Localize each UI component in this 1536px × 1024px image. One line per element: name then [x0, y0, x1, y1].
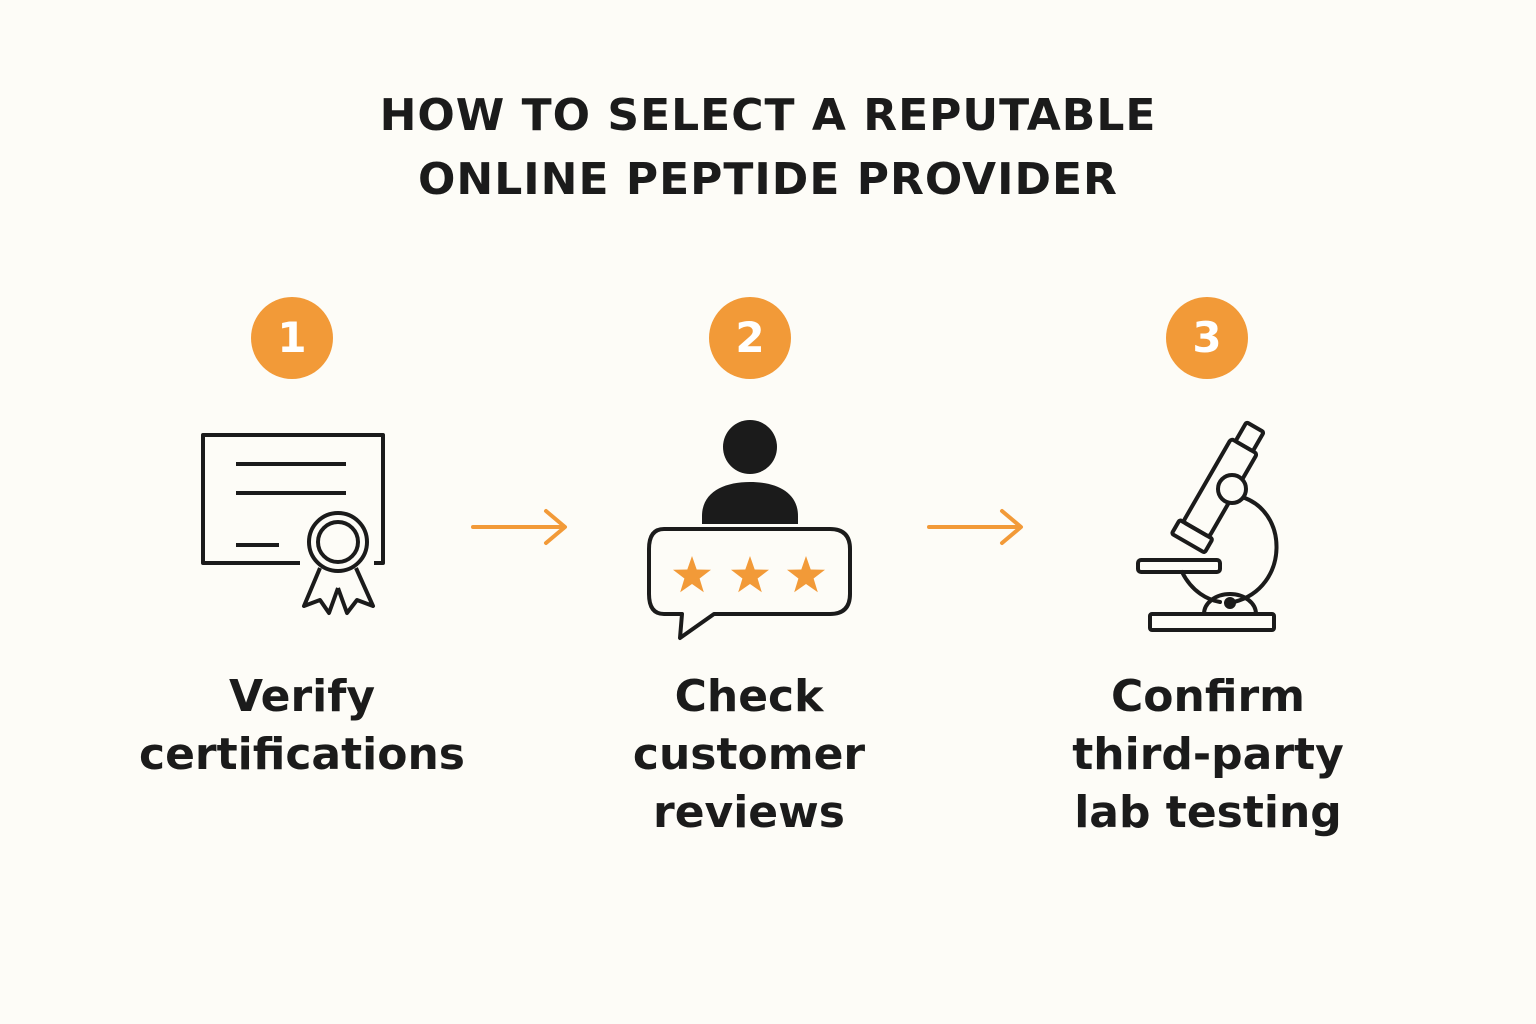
step-1-label: Verify certifications — [139, 671, 465, 780]
arrow-right-icon — [471, 509, 567, 545]
step-1-number-badge: 1 — [251, 297, 333, 379]
arrow-right-icon — [927, 509, 1023, 545]
step-2-label: Check customer reviews — [632, 671, 866, 838]
title-line-1: HOW TO SELECT A REPUTABLE — [379, 90, 1157, 141]
step-3-number-badge: 3 — [1166, 297, 1248, 379]
step-3-label: Confirm third-party lab testing — [1072, 671, 1344, 838]
certificate-icon — [201, 433, 385, 615]
microscope-icon — [1136, 420, 1279, 632]
step-2-number-badge: 2 — [709, 297, 791, 379]
customer-review-icon — [647, 420, 852, 640]
title-line-2: ONLINE PEPTIDE PROVIDER — [418, 154, 1118, 205]
page-title: HOW TO SELECT A REPUTABLE ONLINE PEPTIDE… — [0, 84, 1536, 212]
